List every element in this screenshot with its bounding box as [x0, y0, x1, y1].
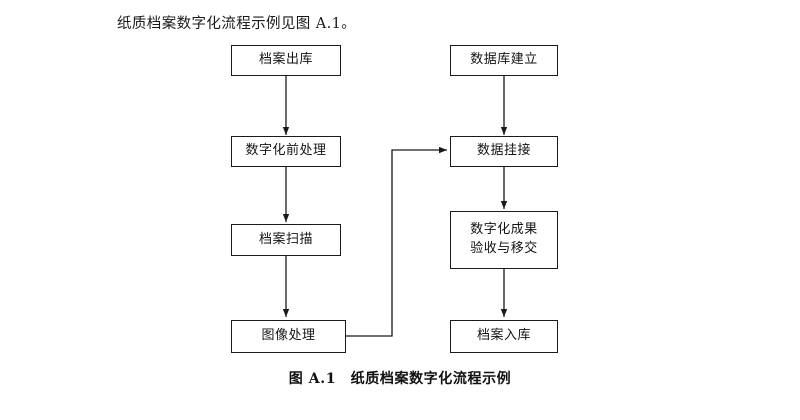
- node-archive-storage[interactable]: 档案入库: [450, 320, 558, 353]
- node-label: 档案入库: [476, 328, 531, 344]
- node-label: 图像处理: [261, 328, 316, 344]
- figure-caption: 图 A.1 纸质档案数字化流程示例: [288, 371, 512, 387]
- node-image-processing[interactable]: 图像处理: [231, 320, 346, 353]
- intro-paragraph: 纸质档案数字化流程示例见图 A.1。: [117, 16, 357, 32]
- node-label: 数字化前处理: [245, 143, 327, 159]
- node-results-acceptance[interactable]: 数字化成果 验收与移交: [450, 211, 558, 269]
- node-label-line-2: 验收与移交: [470, 241, 538, 256]
- edge-image-to-linking: [346, 146, 447, 337]
- node-label: 数据库建立: [470, 52, 538, 68]
- node-archive-checkout[interactable]: 档案出库: [231, 45, 341, 76]
- node-label: 档案出库: [258, 52, 313, 68]
- node-label: 档案扫描: [258, 231, 313, 247]
- node-label-line-1: 数字化成果: [470, 222, 538, 238]
- node-database-setup[interactable]: 数据库建立: [450, 45, 558, 76]
- node-pre-digitization[interactable]: 数字化前处理: [231, 136, 341, 167]
- node-label: 数据挂接: [476, 143, 531, 159]
- node-data-linking[interactable]: 数据挂接: [450, 136, 558, 167]
- node-archive-scanning[interactable]: 档案扫描: [231, 224, 341, 256]
